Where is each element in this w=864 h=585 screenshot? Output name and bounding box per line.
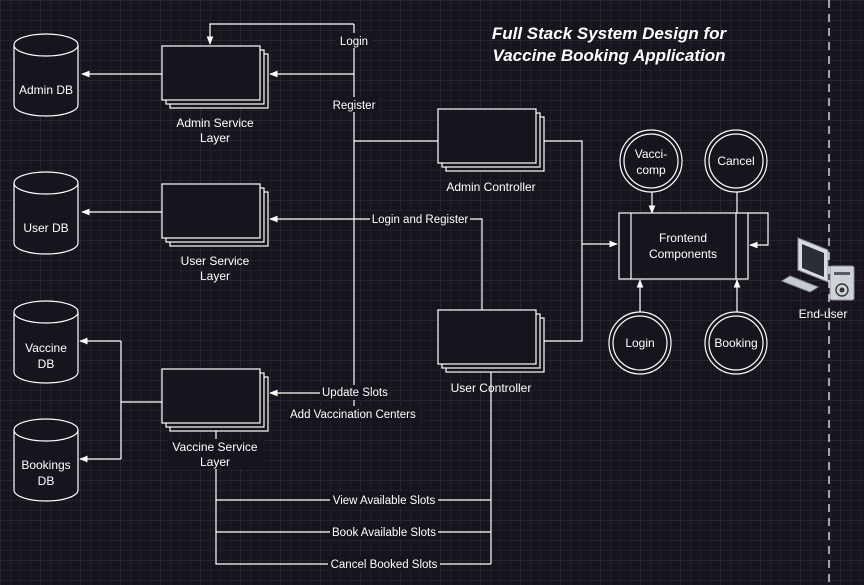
edge-frontend-self-loop (748, 212, 769, 249)
edge-admin-controller-frontend (540, 140, 618, 248)
edge-labels: Login Register Login and Register Update… (288, 33, 470, 571)
vaccine-service-label-1: Vaccine Service (172, 440, 257, 454)
admin-controller-label: Admin Controller (446, 180, 535, 194)
cancel-circle (704, 129, 768, 193)
edge-label-cancel-slots: Cancel Booked Slots (331, 559, 438, 571)
edge-label-login-register: Login and Register (372, 214, 469, 226)
vaccine-db-cylinder (13, 300, 79, 384)
bookings-db-label-2: DB (38, 474, 55, 488)
admin-service-label-1: Admin Service (176, 116, 254, 130)
edge-label-update-slots: Update Slots (322, 387, 388, 399)
user-db-label: User DB (23, 221, 68, 235)
booking-circle (704, 311, 768, 375)
user-service-label-2: Layer (200, 269, 230, 283)
edge-label-register: Register (333, 100, 376, 112)
title-line-2: Vaccine Booking Application (493, 46, 726, 65)
edge-login-admin (206, 23, 354, 45)
user-service-label-1: User Service (181, 254, 250, 268)
end-user-label: End-user (799, 307, 848, 321)
user-db-cylinder (13, 171, 79, 255)
user-controller-stack (437, 309, 545, 373)
user-service-stack (161, 183, 269, 247)
admin-controller-stack (437, 108, 545, 172)
admin-service-label-2: Layer (200, 131, 230, 145)
title-line-1: Full Stack System Design for (492, 24, 728, 43)
frontend-label-2: Components (649, 247, 717, 261)
edge-label-login: Login (340, 36, 368, 48)
booking-label: Booking (714, 336, 757, 350)
login-label: Login (625, 336, 654, 350)
bookings-db-cylinder (13, 418, 79, 502)
login-circle (608, 311, 672, 375)
frontend-label-1: Frontend (659, 231, 707, 245)
vaccicomp-circle (619, 129, 683, 193)
vaccine-db-label-2: DB (38, 357, 55, 371)
frontend-components-box (618, 212, 749, 280)
vaccine-db-label-1: Vaccine (25, 341, 67, 355)
end-user-computer-icon (780, 237, 855, 301)
vaccine-service-stack (161, 368, 269, 432)
vaccicomp-label-2: comp (636, 163, 666, 177)
user-controller-label: User Controller (451, 381, 532, 395)
admin-db-cylinder (13, 33, 79, 117)
vaccine-service-label-2: Layer (200, 455, 230, 469)
edge-login-register-user (269, 215, 483, 310)
edge-label-view-slots: View Available Slots (333, 495, 436, 507)
vaccicomp-label-1: Vacci- (635, 147, 667, 161)
admin-db-label: Admin DB (19, 83, 73, 97)
diagram-title: Full Stack System Design for Vaccine Boo… (492, 24, 728, 65)
edge-label-add-centers: Add Vaccination Centers (290, 409, 416, 421)
bookings-db-label-1: Bookings (21, 458, 70, 472)
edge-user-controller-frontend (540, 244, 583, 342)
edge-label-book-slots: Book Available Slots (332, 527, 436, 539)
cancel-label: Cancel (717, 154, 754, 168)
admin-service-stack (161, 45, 269, 109)
